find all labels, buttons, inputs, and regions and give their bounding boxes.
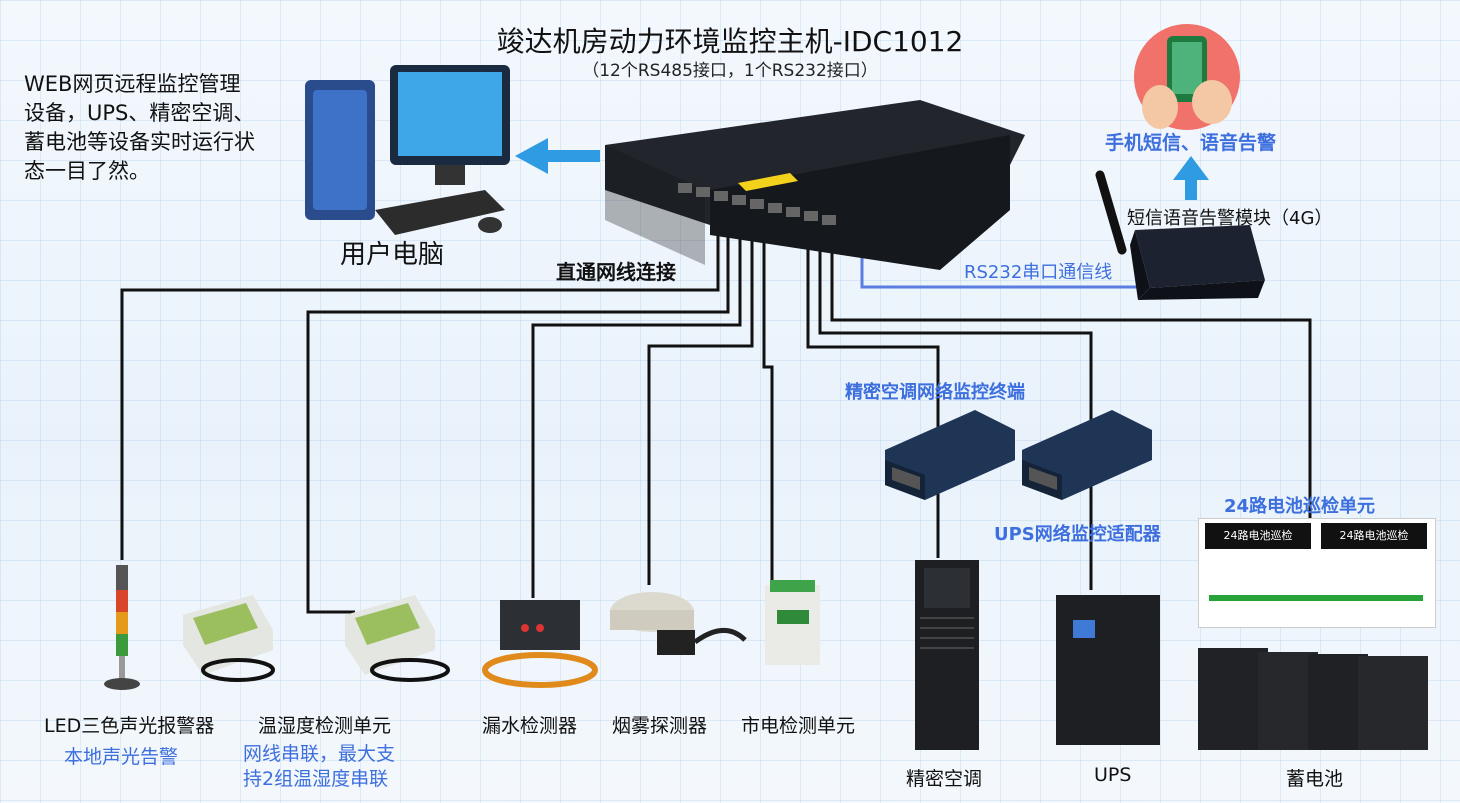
ups-label: UPS <box>1094 764 1132 786</box>
pc-label: 用户电脑 <box>340 240 445 270</box>
battery-panel-right: 24路电池巡检 <box>1321 523 1427 549</box>
antenna-icon <box>1095 170 1127 255</box>
sms-module <box>1095 170 1265 300</box>
ups-cabinet <box>1056 595 1160 745</box>
wire-led <box>120 215 720 560</box>
arrow-left-icon <box>515 138 600 174</box>
led-label: LED三色声光报警器 <box>44 715 215 737</box>
mains-label: 市电检测单元 <box>741 715 856 737</box>
wire-smoke <box>647 215 754 585</box>
led-alarm <box>104 565 140 690</box>
ups-adapter-label: UPS网络监控适配器 <box>994 524 1161 545</box>
precision-ac <box>915 560 979 750</box>
wire-mains <box>762 215 774 582</box>
wire-water <box>531 215 742 598</box>
ups-adapter <box>1022 410 1152 500</box>
sms-module-label: 短信语音告警模块（4G） <box>1127 208 1333 229</box>
mains-detector <box>765 580 820 665</box>
ac-terminal-label: 精密空调网络监控终端 <box>845 382 1025 403</box>
th-sensor-1 <box>183 595 275 682</box>
battery-label: 蓄电池 <box>1286 768 1344 790</box>
battery-bank <box>1198 648 1428 750</box>
computer-icon <box>305 65 510 235</box>
th-sublabel: 网线串联，最大支 持2组温湿度串联 <box>243 743 396 790</box>
page-title: 竣达机房动力环境监控主机-IDC1012 <box>496 25 964 58</box>
th-label: 温湿度检测单元 <box>258 715 392 737</box>
cable-label: 直通网线连接 <box>556 260 676 284</box>
battery-unit-panel: 24路电池巡检 24路电池巡检 <box>1198 518 1436 628</box>
ac-terminal <box>885 410 1015 500</box>
description-text: WEB网页远程监控管理 设备，UPS、精密空调、 蓄电池等设备实时运行状 态一目… <box>24 72 255 183</box>
smoke-label: 烟雾探测器 <box>612 715 708 737</box>
th-sensor-2 <box>345 595 450 682</box>
phone-icon <box>1134 24 1240 130</box>
wire-battery <box>830 215 1312 520</box>
water-detector <box>482 600 598 688</box>
battery-panel-left: 24路电池巡检 <box>1205 523 1311 549</box>
phone-label: 手机短信、语音告警 <box>1105 132 1277 154</box>
smoke-detector <box>610 592 747 655</box>
arrow-up-icon <box>1173 156 1209 200</box>
water-label: 漏水检测器 <box>482 715 578 737</box>
page-subtitle: （12个RS485接口，1个RS232接口） <box>582 61 878 81</box>
rs232-label: RS232串口通信线 <box>964 262 1113 283</box>
led-sublabel: 本地声光告警 <box>64 746 179 768</box>
ac-label: 精密空调 <box>906 768 983 790</box>
host-device <box>605 100 1025 270</box>
battery-unit-label: 24路电池巡检单元 <box>1224 496 1376 517</box>
wire-th <box>306 215 730 614</box>
